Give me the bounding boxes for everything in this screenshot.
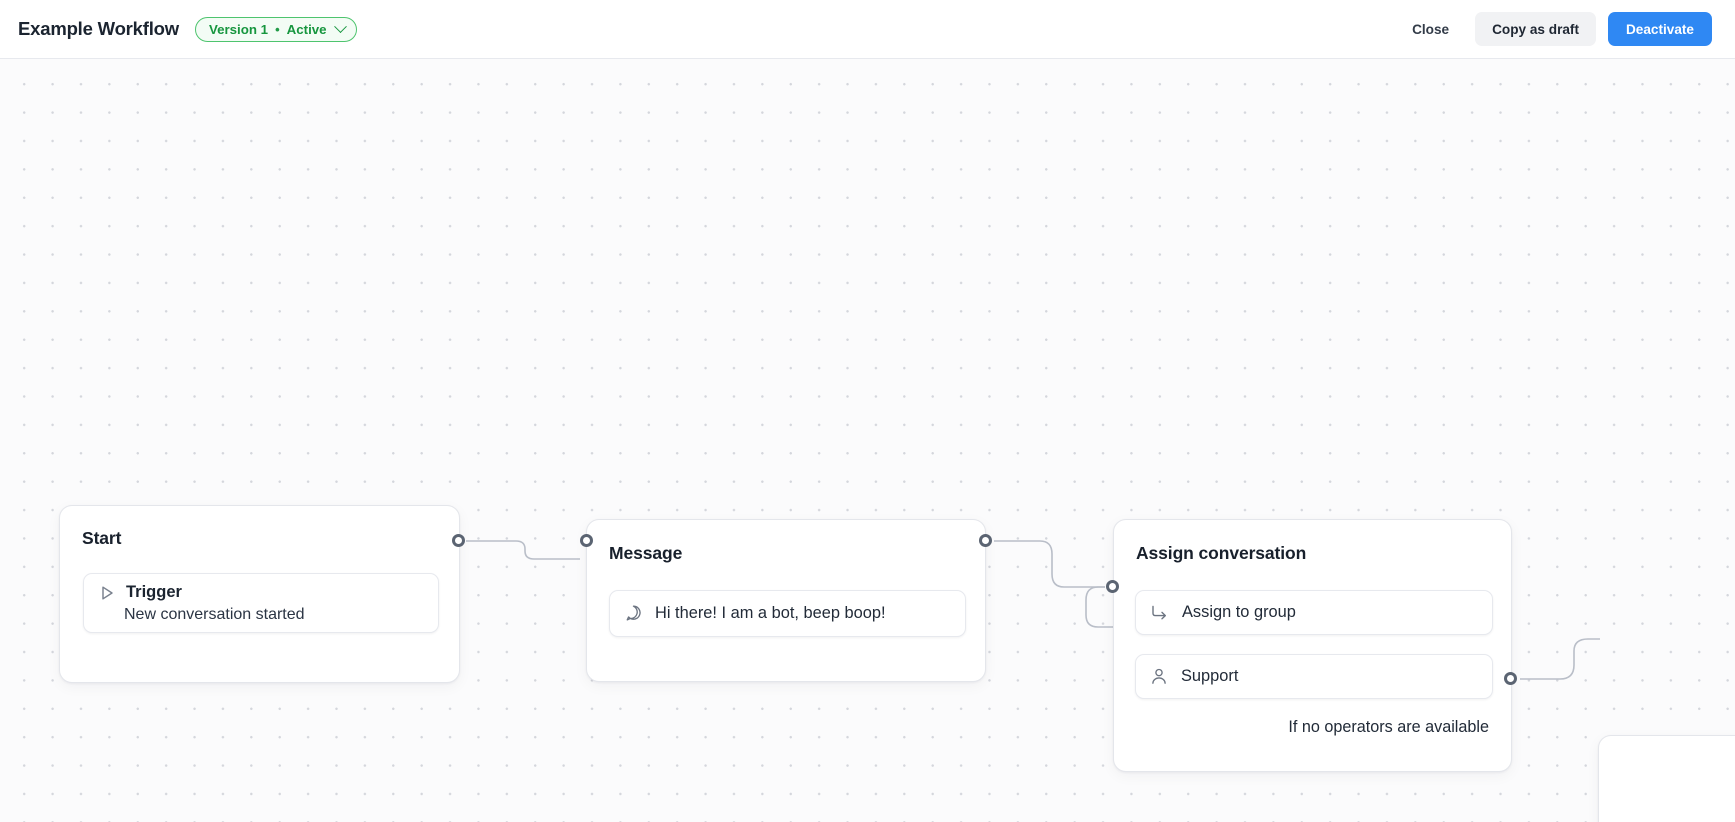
deactivate-button[interactable]: Deactivate: [1607, 12, 1712, 46]
person-icon: [1150, 667, 1168, 686]
message-text: Hi there! I am a bot, beep boop!: [655, 604, 886, 622]
trigger-value: New conversation started: [124, 606, 305, 623]
copy-as-draft-button[interactable]: Copy as draft: [1475, 12, 1596, 46]
trigger-header-row: Trigger: [84, 583, 438, 602]
version-label: Version 1: [208, 21, 269, 37]
message-body-card[interactable]: Hi there! I am a bot, beep boop!: [609, 590, 966, 637]
edge-assign-to-next: [1520, 638, 1600, 680]
assign-fallback-note: If no operators are available: [1288, 718, 1489, 736]
play-triangle-icon: [100, 585, 115, 601]
port-assign-fallback-output[interactable]: [1504, 672, 1517, 685]
node-start-title: Start: [82, 528, 122, 548]
assign-to-group-row[interactable]: Assign to group: [1135, 590, 1493, 635]
close-button[interactable]: Close: [1398, 12, 1463, 46]
arrow-turn-right-icon: [1150, 604, 1169, 621]
node-next-partial[interactable]: [1598, 735, 1735, 822]
assign-to-group-label: Assign to group: [1182, 603, 1296, 621]
top-toolbar: Example Workflow Version 1 • Active Clos…: [0, 0, 1735, 59]
edge-assign-loop: [1085, 586, 1113, 628]
chevron-down-icon: [333, 19, 347, 33]
assign-group-value-row[interactable]: Support: [1135, 654, 1493, 699]
port-message-output[interactable]: [979, 534, 992, 547]
trigger-label: Trigger: [126, 583, 182, 601]
toolbar-right-group: Close Copy as draft Deactivate: [1398, 12, 1712, 46]
node-message[interactable]: Message Hi there! I am a bot, beep boop!: [586, 519, 986, 682]
node-assign-conversation[interactable]: Assign conversation Assign to group: [1113, 519, 1512, 772]
version-status-badge[interactable]: Version 1 • Active: [194, 16, 357, 42]
port-message-input[interactable]: [580, 534, 593, 547]
port-assign-input[interactable]: [1106, 580, 1119, 593]
speech-bubble-icon: [624, 604, 643, 623]
workflow-canvas[interactable]: Start Trigger New conversation started M…: [0, 59, 1735, 822]
page-title: Example Workflow: [18, 18, 179, 39]
port-start-output[interactable]: [452, 534, 465, 547]
toolbar-left-group: Example Workflow Version 1 • Active: [18, 16, 357, 42]
node-message-title: Message: [609, 543, 683, 563]
trigger-card[interactable]: Trigger New conversation started: [83, 573, 439, 633]
assign-group-value-label: Support: [1181, 667, 1239, 685]
badge-separator: •: [275, 21, 280, 37]
edge-start-to-message: [466, 540, 580, 560]
status-label: Active: [286, 21, 327, 37]
node-assign-title: Assign conversation: [1136, 543, 1307, 563]
edge-message-to-assign: [994, 540, 1105, 588]
node-start[interactable]: Start Trigger New conversation started: [59, 505, 460, 683]
